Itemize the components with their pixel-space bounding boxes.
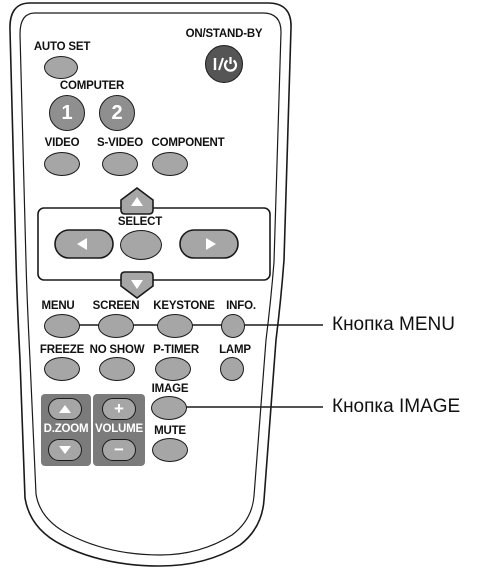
d-zoom-label: D.ZOOM <box>43 423 89 435</box>
callout-menu: Кнопка MENU <box>332 314 455 335</box>
info-label: INFO. <box>226 300 256 312</box>
volume-label: VOLUME <box>95 423 143 435</box>
plus-icon: + <box>114 399 124 418</box>
triangle-up-icon <box>59 405 71 413</box>
d-zoom-up-button[interactable] <box>48 398 82 420</box>
lamp-button[interactable] <box>220 357 244 381</box>
video-label: VIDEO <box>44 137 80 149</box>
down-button[interactable] <box>117 270 157 300</box>
on-standby-label: ON/STAND-BY <box>185 28 263 40</box>
select-label: SELECT <box>117 216 163 228</box>
freeze-label: FREEZE <box>39 344 85 356</box>
left-button[interactable] <box>53 228 117 262</box>
component-button[interactable] <box>152 152 188 176</box>
mute-label: MUTE <box>154 425 186 437</box>
computer-1-button[interactable]: 1 <box>49 95 85 131</box>
info-button[interactable] <box>221 314 245 338</box>
mute-button[interactable] <box>152 438 188 462</box>
p-timer-button[interactable] <box>155 357 191 381</box>
s-video-label: S-VIDEO <box>97 137 143 149</box>
keystone-button[interactable] <box>157 314 193 338</box>
screen-button[interactable] <box>98 314 134 338</box>
minus-icon: − <box>114 440 124 459</box>
p-timer-label: P-TIMER <box>153 344 199 356</box>
screen-label: SCREEN <box>92 300 140 312</box>
power-button[interactable] <box>205 45 243 83</box>
s-video-button[interactable] <box>102 152 138 176</box>
triangle-up-icon <box>131 197 143 206</box>
menu-button[interactable] <box>44 314 80 338</box>
triangle-down-icon <box>131 280 143 289</box>
video-button[interactable] <box>44 152 80 176</box>
triangle-down-icon <box>59 446 71 454</box>
component-label: COMPONENT <box>151 137 225 149</box>
auto-set-label: AUTO SET <box>33 41 91 53</box>
menu-label: MENU <box>41 300 75 312</box>
image-button[interactable] <box>151 396 187 420</box>
callout-image: Кнопка IMAGE <box>332 396 461 417</box>
right-button[interactable] <box>178 228 242 262</box>
freeze-button[interactable] <box>44 357 80 381</box>
lamp-label: LAMP <box>219 344 251 356</box>
triangle-right-icon <box>206 238 216 250</box>
power-icon <box>213 57 238 72</box>
computer-2-button[interactable]: 2 <box>99 95 135 131</box>
up-button[interactable] <box>117 186 157 216</box>
select-button[interactable] <box>120 230 162 260</box>
d-zoom-down-button[interactable] <box>48 439 82 461</box>
no-show-button[interactable] <box>99 357 135 381</box>
volume-down-button[interactable]: − <box>102 439 136 461</box>
no-show-label: NO SHOW <box>89 344 145 356</box>
volume-up-button[interactable]: + <box>102 398 136 420</box>
computer-label: COMPUTER <box>59 80 125 92</box>
auto-set-button[interactable] <box>44 56 78 79</box>
triangle-left-icon <box>77 238 87 250</box>
keystone-label: KEYSTONE <box>153 300 215 312</box>
image-label: IMAGE <box>151 383 189 395</box>
